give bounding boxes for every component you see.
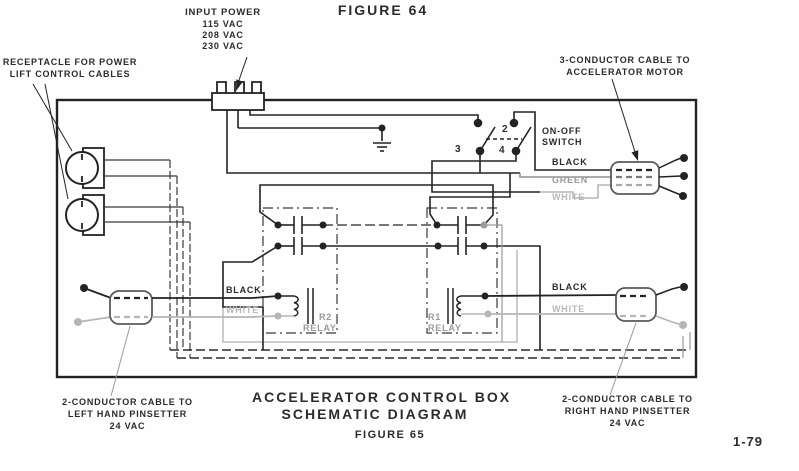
left-wire-black-label: BLACK	[226, 285, 262, 295]
right-cable-label-line2: RIGHT HAND PINSETTER	[564, 406, 691, 416]
right-pinsetter-cable	[484, 283, 688, 396]
figure-65-title: FIGURE 65	[354, 429, 426, 441]
receptacle-wires	[104, 159, 191, 358]
switch-terminal-3: 3	[455, 144, 461, 155]
relay-r1-name: R1	[428, 312, 442, 322]
right-cable-label-line1: 2-CONDUCTOR CABLE TO	[562, 394, 693, 404]
bottom-bus-wires	[170, 332, 691, 359]
on-off-switch-label-line2: SWITCH	[542, 137, 583, 147]
right-wire-white-label: WHITE	[552, 304, 585, 314]
ground-symbol	[237, 110, 391, 152]
motor-wire-black-label: BLACK	[552, 157, 588, 167]
switch-terminal-2: 2	[502, 124, 508, 135]
page-number: 1-79	[733, 434, 764, 449]
left-pinsetter-cable	[74, 284, 279, 397]
left-cable-label-line1: 2-CONDUCTOR CABLE TO	[62, 397, 193, 407]
relay-coils	[274, 288, 492, 324]
on-off-switch	[473, 118, 532, 156]
input-power-terminal	[211, 81, 265, 111]
receptacle-label-line1: RECEPTACLE FOR POWER	[2, 57, 138, 67]
input-power-label: INPUT POWER	[185, 7, 261, 18]
right-wire-black-label: BLACK	[552, 282, 588, 292]
relay-r2-name: R2	[319, 312, 333, 322]
receptacle-label-line2: LIFT CONTROL CABLES	[9, 69, 131, 79]
motor-wire-white-label: WHITE	[552, 192, 585, 202]
motor-wire-green-label: GREEN	[552, 175, 589, 185]
relay-boxes	[262, 207, 498, 334]
motor-cable-leader	[611, 78, 639, 161]
relay-r1-type: RELAY	[428, 323, 462, 333]
caption-line2: SCHEMATIC DIAGRAM	[281, 406, 469, 422]
green-wire	[519, 173, 611, 178]
left-cable-label-line3: 24 VAC	[109, 421, 146, 431]
caption-line1: ACCELERATOR CONTROL BOX	[252, 389, 512, 405]
white-wire-switch	[431, 151, 611, 199]
motor-cable-label-line2: ACCELERATOR MOTOR	[566, 67, 684, 77]
right-cable-label-line3: 24 VAC	[609, 418, 646, 428]
left-wire-white-label: WHITE	[226, 305, 259, 315]
on-off-switch-label-line1: ON-OFF	[542, 126, 582, 136]
receptacle-label-leaders	[32, 83, 73, 200]
motor-cable-label-line1: 3-CONDUCTOR CABLE TO	[559, 55, 691, 65]
switch-terminal-4: 4	[499, 145, 505, 156]
power-lift-receptacles	[65, 147, 105, 236]
relay-r2-type: RELAY	[303, 323, 337, 333]
input-power-leader	[236, 56, 248, 91]
left-cable-label-line2: LEFT HAND PINSETTER	[67, 409, 188, 419]
relay-contacts	[222, 124, 541, 350]
input-voltage-230: 230 VAC	[202, 41, 244, 51]
figure-64-title: FIGURE 64	[337, 2, 429, 18]
control-box-outline	[55, 98, 698, 379]
input-voltage-115: 115 VAC	[202, 19, 244, 29]
input-voltage-208: 208 VAC	[202, 30, 244, 40]
motor-cable-connector	[610, 154, 688, 200]
